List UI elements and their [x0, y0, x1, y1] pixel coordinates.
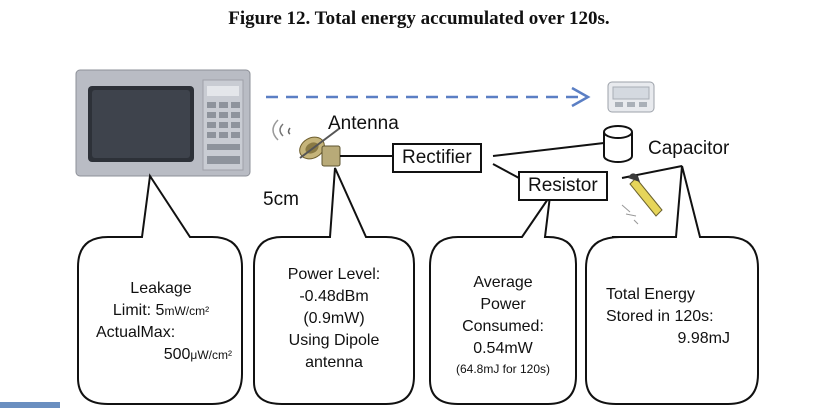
- power-level-line1: Power Level:: [287, 266, 381, 283]
- leakage-limit: Limit: 5mW/cm²: [112, 302, 210, 319]
- figure-caption: Figure 12. Total energy accumulated over…: [228, 8, 610, 29]
- average-power-line5: (64.8mJ for 120s): [455, 362, 551, 376]
- power-level-line3: (0.9mW): [303, 310, 365, 327]
- total-energy-line2: Stored in 120s:: [606, 308, 714, 325]
- callout-shapes: [77, 165, 759, 405]
- microwave-oven-icon: [75, 69, 251, 177]
- distance-label: 5cm: [263, 189, 299, 210]
- leakage-callout-shape: [77, 173, 243, 405]
- power-level-callout: Power Level: -0.48dBm (0.9mW) Using Dipo…: [258, 264, 410, 374]
- thermometer-icon: [621, 173, 663, 225]
- rectifier-box: Rectifier: [392, 143, 482, 173]
- wireless-transfer-arrow: [266, 86, 591, 108]
- total-energy-line3: 9.98mJ: [677, 330, 730, 347]
- average-power-callout: Average Power Consumed: 0.54mW (64.8mJ f…: [434, 272, 572, 378]
- antenna-label: Antenna: [328, 113, 399, 134]
- antenna-icon: [272, 119, 341, 167]
- average-power-line2: Power: [480, 296, 526, 313]
- resistor-box: Resistor: [518, 171, 608, 201]
- leakage-actual-value: 500μW/cm²: [163, 346, 232, 363]
- total-energy-callout-shape: [585, 165, 759, 405]
- capacitor-label: Capacitor: [648, 138, 730, 159]
- power-level-line5: antenna: [305, 354, 363, 371]
- capacitor-icon: [603, 125, 633, 163]
- leakage-actual-label: ActualMax:: [96, 324, 176, 341]
- power-level-line4: Using Dipole: [288, 332, 380, 349]
- average-power-line4: 0.54mW: [473, 340, 533, 357]
- total-energy-callout: Total Energy Stored in 120s: 9.98mJ: [596, 284, 750, 350]
- leakage-callout: Leakage Limit: 5mW/cm² ActualMax: 500μW/…: [84, 278, 238, 366]
- total-energy-line1: Total Energy: [606, 286, 695, 303]
- timer-display-icon: [607, 81, 655, 113]
- power-level-callout-shape: [253, 167, 415, 405]
- leakage-title: Leakage: [130, 280, 192, 297]
- bottom-edge-strip: [0, 402, 60, 408]
- average-power-line1: Average: [473, 274, 533, 291]
- average-power-callout-shape: [429, 195, 577, 405]
- average-power-line3: Consumed:: [462, 318, 544, 335]
- power-level-line2: -0.48dBm: [299, 288, 369, 305]
